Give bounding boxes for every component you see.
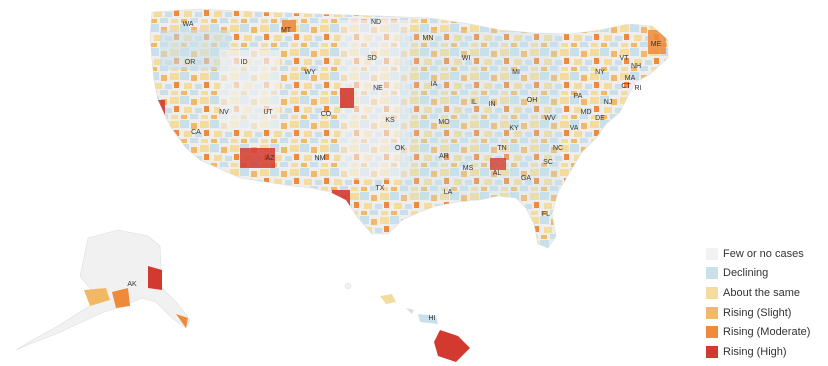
state-label-ky: KY (509, 125, 519, 132)
legend-label: Few or no cases (723, 247, 804, 260)
state-label-ca: CA (191, 129, 201, 136)
state-label-ok: OK (395, 145, 405, 152)
state-label-pa: PA (574, 93, 583, 100)
legend-label: Rising (High) (723, 345, 787, 358)
state-label-sd: SD (367, 55, 377, 62)
state-label-nj: NJ (604, 99, 613, 106)
state-label-oh: OH (527, 97, 538, 104)
state-label-wy: WY (304, 69, 316, 76)
state-label-nv: NV (219, 109, 229, 116)
state-label-md: MD (581, 109, 592, 116)
legend-item: Rising (Moderate) (706, 322, 810, 342)
state-label-ny: NY (595, 69, 605, 76)
state-label-or: OR (185, 59, 196, 66)
legend-swatch (706, 345, 718, 358)
map-legend: Few or no cases Declining About the same… (706, 244, 810, 362)
hawaii-map (344, 282, 470, 362)
legend-swatch (706, 286, 718, 299)
state-label-nd: ND (371, 19, 381, 26)
legend-label: Declining (723, 267, 769, 280)
state-label-ma: MA (625, 75, 636, 82)
legend-swatch (706, 267, 718, 280)
legend-label: About the same (723, 286, 801, 299)
legend-item: Declining (706, 264, 810, 284)
state-label-ct: CT (621, 83, 631, 90)
state-label-mo: MO (438, 119, 450, 126)
state-label-wi: WI (462, 55, 471, 62)
legend-swatch (706, 247, 718, 260)
state-label-me: ME (651, 41, 662, 48)
state-label-ia: IA (431, 81, 438, 88)
state-label-ut: UT (263, 109, 273, 116)
state-label-nh: NH (631, 63, 641, 70)
state-label-ri: RI (635, 85, 642, 92)
legend-swatch (706, 306, 718, 319)
legend-item: Rising (Slight) (706, 303, 810, 323)
state-label-mi: MI (512, 69, 520, 76)
state-labels: WA OR ID MT WY NV UT CA AZ CO NM ND SD NE KS OK TX MN IA MO… (127, 19, 661, 322)
state-label-tn: TN (497, 145, 506, 152)
state-label-nm: NM (315, 155, 326, 162)
state-label-la: LA (444, 189, 453, 196)
state-label-az: AZ (266, 155, 276, 162)
legend-swatch (706, 326, 718, 339)
state-label-il: IL (471, 99, 477, 106)
state-label-ar: AR (439, 153, 449, 160)
state-label-va: VA (570, 125, 579, 132)
conus-map (149, 8, 669, 249)
state-label-vt: VT (620, 55, 630, 62)
state-label-nc: NC (553, 145, 563, 152)
alaska-map (15, 229, 191, 351)
state-label-ga: GA (521, 175, 531, 182)
legend-label: Rising (Slight) (723, 306, 792, 319)
state-label-ne: NE (373, 85, 383, 92)
state-label-wa: WA (182, 21, 193, 28)
state-label-tx: TX (376, 185, 385, 192)
legend-item: About the same (706, 283, 810, 303)
legend-item: Rising (High) (706, 342, 810, 362)
state-label-ks: KS (385, 117, 395, 124)
legend-label: Rising (Moderate) (723, 326, 811, 339)
state-label-id: ID (241, 59, 248, 66)
legend-item: Few or no cases (706, 244, 810, 264)
state-label-hi: HI (429, 315, 436, 322)
state-label-sc: SC (543, 159, 553, 166)
state-label-co: CO (321, 111, 332, 118)
state-label-mt: MT (281, 27, 292, 34)
state-label-in: IN (489, 101, 496, 108)
state-label-al: AL (493, 170, 502, 177)
state-label-ak: AK (127, 281, 137, 288)
state-label-ms: MS (463, 165, 474, 172)
state-label-mn: MN (423, 35, 434, 42)
state-label-wv: WV (544, 115, 556, 122)
state-label-fl: FL (542, 211, 550, 218)
state-label-de: DE (595, 115, 605, 122)
